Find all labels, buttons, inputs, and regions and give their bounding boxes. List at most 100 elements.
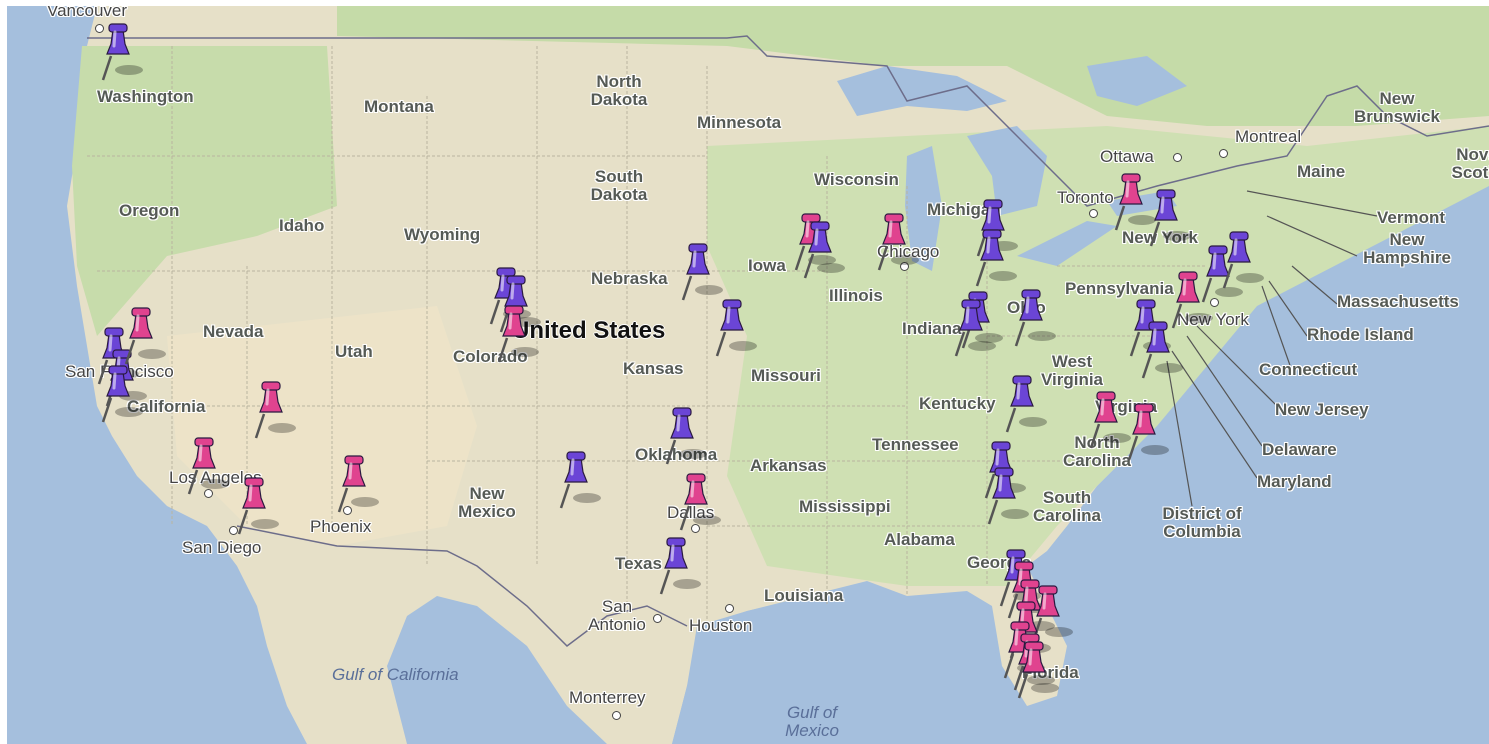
pushpin-marker-icon[interactable] xyxy=(99,20,145,86)
city-dot-san-diego xyxy=(229,526,238,535)
map-viewport[interactable]: Gulf of California Gulf of Mexico United… xyxy=(7,6,1489,744)
lake-erie xyxy=(1017,221,1117,266)
pushpin-marker-icon[interactable] xyxy=(679,240,725,306)
pushpin-marker-icon[interactable] xyxy=(952,296,998,362)
state-label-kansas: Kansas xyxy=(623,359,684,378)
city-dot-san-antonio xyxy=(653,614,662,623)
state-label-nebraska: Nebraska xyxy=(591,269,668,288)
state-label-alabama: Alabama xyxy=(884,530,955,549)
city-dot-ottawa xyxy=(1173,153,1182,162)
pushpin-marker-icon[interactable] xyxy=(557,448,603,514)
pushpin-marker-icon[interactable] xyxy=(122,304,168,370)
state-label-maine: Maine xyxy=(1297,162,1346,181)
state-label-texas: Texas xyxy=(615,554,662,573)
state-label-minnesota: Minnesota xyxy=(697,113,782,132)
pushpin-marker-icon[interactable] xyxy=(252,378,298,444)
pushpin-marker-icon[interactable] xyxy=(1012,286,1058,352)
state-label-north-carolina: North Carolina xyxy=(1062,433,1132,470)
state-label-louisiana: Louisiana xyxy=(764,586,844,605)
canada-border xyxy=(87,35,1489,207)
city-label-san-diego: San Diego xyxy=(182,538,262,557)
state-label-arkansas: Arkansas xyxy=(750,456,827,475)
city-dot-houston xyxy=(725,604,734,613)
desert-sw xyxy=(167,306,477,546)
city-label-san-antonio: San Antonio xyxy=(588,597,646,634)
pushpin-marker-icon[interactable] xyxy=(185,434,231,500)
pushpin-marker-icon[interactable] xyxy=(973,226,1019,292)
city-dot-los-angeles xyxy=(204,489,213,498)
pushpin-marker-icon[interactable] xyxy=(1015,638,1061,704)
state-label-kentucky: Kentucky xyxy=(919,394,996,413)
city-label-new-york: New York xyxy=(1177,310,1249,329)
city-dot-vancouver xyxy=(95,24,104,33)
country-label: United States xyxy=(512,317,666,344)
state-label-new-jersey: New Jersey xyxy=(1275,400,1369,419)
pushpin-marker-icon[interactable] xyxy=(875,210,921,276)
pushpin-marker-icon[interactable] xyxy=(1003,372,1049,438)
state-label-oregon: Oregon xyxy=(119,201,180,220)
city-label-monterrey: Monterrey xyxy=(569,688,646,707)
state-label-illinois: Illinois xyxy=(829,286,883,305)
state-label-district-of-columbia: District of Columbia xyxy=(1162,504,1242,541)
city-label-vancouver: Vancouver xyxy=(47,6,128,20)
state-label-south-dakota: South Dakota xyxy=(590,167,648,204)
state-label-mississippi: Mississippi xyxy=(799,497,891,516)
state-label-nova-scotia: Nova Scotia xyxy=(1451,145,1489,182)
pushpin-marker-icon[interactable] xyxy=(677,470,723,536)
pushpin-marker-icon[interactable] xyxy=(985,464,1031,530)
lake-huron xyxy=(967,126,1047,216)
forest-canada xyxy=(337,6,1489,126)
city-label-phoenix: Phoenix xyxy=(310,517,372,536)
state-label-maryland: Maryland xyxy=(1257,472,1332,491)
state-label-tennessee: Tennessee xyxy=(872,435,959,454)
water-label-gulf-of-california: Gulf of California xyxy=(332,665,459,684)
pushpin-marker-icon[interactable] xyxy=(663,404,709,470)
city-dot-chicago xyxy=(900,262,909,271)
city-label-dallas: Dallas xyxy=(667,503,715,522)
state-label-connecticut: Connecticut xyxy=(1259,360,1358,379)
state-label-california: California xyxy=(127,397,206,416)
city-dot-phoenix xyxy=(343,506,352,515)
state-label-new-hampshire: New Hampshire xyxy=(1363,230,1451,267)
hudson-bay-area xyxy=(1087,56,1187,106)
state-label-montana: Montana xyxy=(364,97,434,116)
gulf-of-mexico xyxy=(672,584,1017,744)
pushpin-marker-icon[interactable] xyxy=(1029,582,1075,648)
city-dot-monterrey xyxy=(612,711,621,720)
pushpin-marker-icon[interactable] xyxy=(99,362,145,428)
pushpin-marker-icon[interactable] xyxy=(235,474,281,540)
pushpin-marker-icon[interactable] xyxy=(1125,400,1171,466)
city-label-houston: Houston xyxy=(689,616,753,635)
state-label-vermont: Vermont xyxy=(1377,208,1446,227)
pushpin-marker-icon[interactable] xyxy=(1087,388,1133,454)
state-label-oklahoma: Oklahoma xyxy=(635,445,718,464)
state-label-south-carolina: South Carolina xyxy=(1032,488,1102,525)
state-label-delaware: Delaware xyxy=(1262,440,1337,459)
state-label-utah: Utah xyxy=(335,342,373,361)
state-label-pennsylvania: Pennsylvania xyxy=(1065,279,1174,298)
water-label-gulf-of-mexico: Gulf of Mexico xyxy=(785,703,839,740)
state-label-new-york: New York xyxy=(1122,228,1198,247)
state-label-rhode-island: Rhode Island xyxy=(1307,325,1414,344)
pushpin-marker-icon[interactable] xyxy=(1139,318,1185,384)
state-label-iowa: Iowa xyxy=(748,256,786,275)
state-label-washington: Washington xyxy=(97,87,194,106)
pushpin-marker-icon[interactable] xyxy=(1112,170,1158,236)
pushpin-marker-icon[interactable] xyxy=(657,534,703,600)
state-label-missouri: Missouri xyxy=(751,366,821,385)
pushpin-marker-icon[interactable] xyxy=(335,452,381,518)
state-label-new-mexico: New Mexico xyxy=(458,484,516,521)
pushpin-marker-icon[interactable] xyxy=(1199,242,1245,308)
pushpin-marker-icon[interactable] xyxy=(1169,268,1215,334)
city-label-montreal: Montreal xyxy=(1235,127,1302,146)
city-label-ottawa: Ottawa xyxy=(1100,147,1154,166)
pushpin-marker-icon[interactable] xyxy=(1220,228,1266,294)
pushpin-marker-icon[interactable] xyxy=(713,296,759,362)
state-label-indiana: Indiana xyxy=(902,319,962,338)
city-dot-montreal xyxy=(1219,149,1228,158)
pushpin-marker-icon[interactable] xyxy=(1147,186,1193,252)
forest-nw xyxy=(72,46,337,336)
pushpin-marker-icon[interactable] xyxy=(495,302,541,368)
mexico-border xyxy=(236,525,688,647)
pushpin-marker-icon[interactable] xyxy=(801,218,847,284)
